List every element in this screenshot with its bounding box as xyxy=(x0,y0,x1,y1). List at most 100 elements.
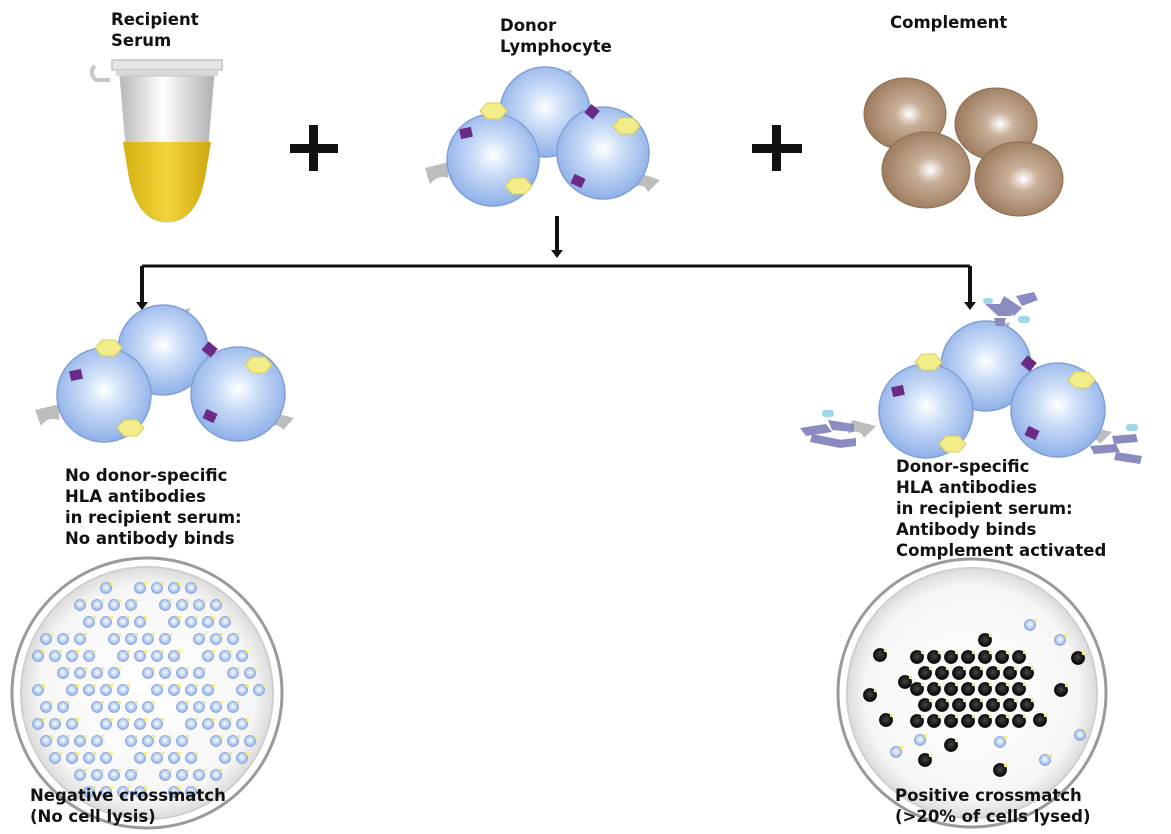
serum-label-line: Recipient xyxy=(111,10,199,29)
intact-cell xyxy=(49,718,61,730)
intact-cell xyxy=(202,650,214,662)
positive-result: Positive crossmatch (>20% of cells lysed… xyxy=(895,785,1091,827)
cell-antigen xyxy=(955,651,958,654)
lymphocyte-label-line: Lymphocyte xyxy=(500,37,612,56)
intact-cell xyxy=(108,701,120,713)
intact-cell xyxy=(74,667,86,679)
positive-cell-cluster xyxy=(800,292,1142,464)
cell-antigen xyxy=(890,714,893,717)
result-line: (>20% of cells lysed) xyxy=(895,807,1091,826)
cell-antigen xyxy=(169,769,172,772)
cell-antigen xyxy=(1004,764,1007,767)
cell-antigen xyxy=(229,752,232,755)
description-line: No antibody binds xyxy=(65,529,235,548)
intact-cell xyxy=(176,667,188,679)
intact-cell xyxy=(244,667,256,679)
cell-antigen xyxy=(1006,651,1009,654)
cell-antigen xyxy=(237,701,240,704)
cell-antigen xyxy=(203,599,206,602)
cell-antigen xyxy=(924,734,927,737)
intact-cell xyxy=(151,684,163,696)
lysed-cell xyxy=(918,666,932,680)
intact-cell xyxy=(142,667,154,679)
cell-antigen xyxy=(127,786,130,789)
cell-antigen xyxy=(246,718,249,721)
cell-antigen xyxy=(929,667,932,670)
intact-cell xyxy=(100,752,112,764)
intact-cell xyxy=(32,650,44,662)
lysed-cell xyxy=(961,714,975,728)
cell-antigen xyxy=(135,633,138,636)
intact-cell xyxy=(66,684,78,696)
cell-antigen xyxy=(161,684,164,687)
intact-cell xyxy=(219,718,231,730)
intact-cell xyxy=(159,633,171,645)
intact-cell xyxy=(91,701,103,713)
lysed-cell xyxy=(863,688,877,702)
intact-cell xyxy=(91,735,103,747)
cell-antigen xyxy=(980,699,983,702)
cell-antigen xyxy=(186,667,189,670)
intact-cell xyxy=(210,701,222,713)
cell-antigen xyxy=(42,650,45,653)
lysed-cell xyxy=(873,648,887,662)
cell-antigen xyxy=(1014,699,1017,702)
lysed-cell xyxy=(978,650,992,664)
intact-cell xyxy=(168,684,180,696)
complement-label: Complement xyxy=(890,12,1007,33)
cell-antigen xyxy=(135,701,138,704)
lysed-cell xyxy=(969,666,983,680)
cell-antigen xyxy=(220,769,223,772)
cell-antigen xyxy=(152,667,155,670)
intact-cell xyxy=(117,718,129,730)
cell-antigen xyxy=(67,701,70,704)
lysed-cell xyxy=(986,666,1000,680)
cell-antigen xyxy=(144,752,147,755)
lysed-cell xyxy=(969,698,983,712)
cell-antigen xyxy=(938,715,941,718)
intact-cell xyxy=(134,616,146,628)
cell-antigen xyxy=(237,735,240,738)
intact-cell xyxy=(57,633,69,645)
cell-antigen xyxy=(169,599,172,602)
cell-antigen xyxy=(195,616,198,619)
intact-cell xyxy=(83,684,95,696)
intact-cell xyxy=(202,684,214,696)
intact-cell xyxy=(91,667,103,679)
lysed-cell xyxy=(1012,650,1026,664)
cell-antigen xyxy=(67,667,70,670)
cell-antigen xyxy=(997,667,1000,670)
cell-antigen xyxy=(84,633,87,636)
cell-antigen xyxy=(93,650,96,653)
cell-antigen xyxy=(1084,729,1087,732)
intact-cell xyxy=(108,633,120,645)
intact-cell xyxy=(193,599,205,611)
intact-cell xyxy=(125,599,137,611)
intact-cell xyxy=(74,735,86,747)
lysed-cell xyxy=(1020,666,1034,680)
intact-cell xyxy=(236,684,248,696)
intact-cell xyxy=(100,786,112,798)
cell-antigen xyxy=(161,582,164,585)
cell-antigen xyxy=(118,769,121,772)
intact-cell xyxy=(185,582,197,594)
lysed-cell xyxy=(952,698,966,712)
cell-antigen xyxy=(50,701,53,704)
cell-antigen xyxy=(1023,715,1026,718)
cell-antigen xyxy=(186,701,189,704)
cell-antigen xyxy=(178,786,181,789)
lysed-cell xyxy=(978,633,992,647)
cell-antigen xyxy=(110,718,113,721)
intact-cell xyxy=(1074,729,1086,741)
lysed-cell xyxy=(898,675,912,689)
intact-cell xyxy=(1039,754,1051,766)
result-line: (No cell lysis) xyxy=(30,807,156,826)
cell-antigen xyxy=(84,667,87,670)
cell-antigen xyxy=(254,735,257,738)
intact-cell xyxy=(32,684,44,696)
cell-antigen xyxy=(186,599,189,602)
intact-cell xyxy=(57,735,69,747)
complement-spheres-icon xyxy=(863,77,1064,217)
intact-cell xyxy=(227,735,239,747)
intact-cell xyxy=(168,582,180,594)
